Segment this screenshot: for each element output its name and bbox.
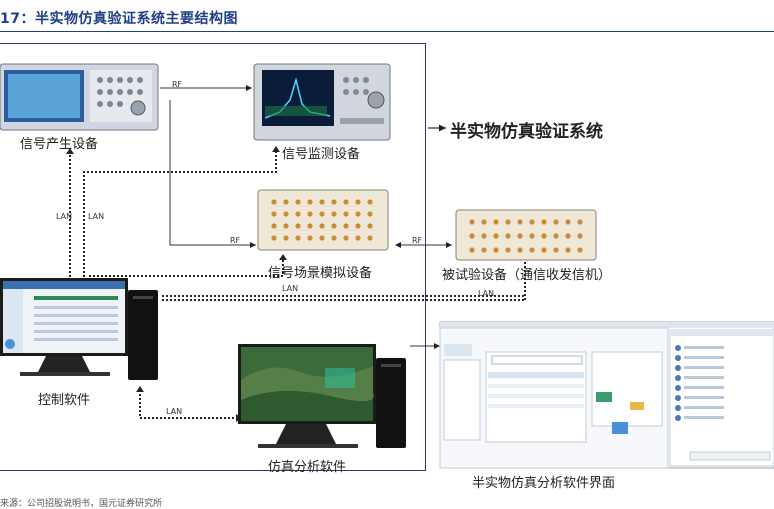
figure-source: 来源：公司招股说明书，国元证券研究所: [0, 499, 163, 509]
figure-title: 17：半实物仿真验证系统主要结构图: [0, 11, 238, 27]
scene-simulator-label: 信号场景模拟设备: [268, 266, 373, 281]
rf-label-1: RF: [172, 80, 183, 89]
lan-label-1: LAN: [56, 212, 73, 221]
system-name: 半实物仿真验证系统: [450, 122, 603, 142]
lan-label-5: LAN: [166, 407, 183, 416]
lan-label-3: LAN: [282, 284, 299, 293]
rf-label-2: RF: [230, 236, 241, 245]
dut-device: [455, 209, 597, 261]
dut-label: 被试验设备（通信收发信机）: [442, 268, 612, 283]
control-software-label: 控制软件: [38, 393, 91, 408]
lan-line-ctrl-to-analysis: [139, 390, 236, 419]
lan-label-4: LAN: [478, 289, 495, 298]
scene-simulator-device: [257, 189, 389, 251]
rf-label-3: RF: [412, 236, 423, 245]
analysis-pc: [238, 344, 406, 448]
lan-label-2: LAN: [88, 212, 105, 221]
analysis-software-label: 仿真分析软件: [268, 460, 347, 475]
title-rule: [0, 31, 774, 32]
rf-line-gen-to-scene: [169, 100, 256, 248]
control-pc: [0, 278, 158, 380]
signal-monitor-label: 信号监测设备: [282, 147, 361, 162]
system-frame: [0, 43, 426, 471]
signal-generator-device: [0, 63, 159, 131]
signal-generator-label: 信号产生设备: [20, 137, 99, 152]
lan-line-ctrl-to-monitor: [83, 150, 277, 285]
software-ui-screenshot: [439, 321, 774, 469]
ui-caption: 半实物仿真分析软件界面: [472, 476, 616, 491]
signal-monitor-device: [253, 63, 391, 141]
